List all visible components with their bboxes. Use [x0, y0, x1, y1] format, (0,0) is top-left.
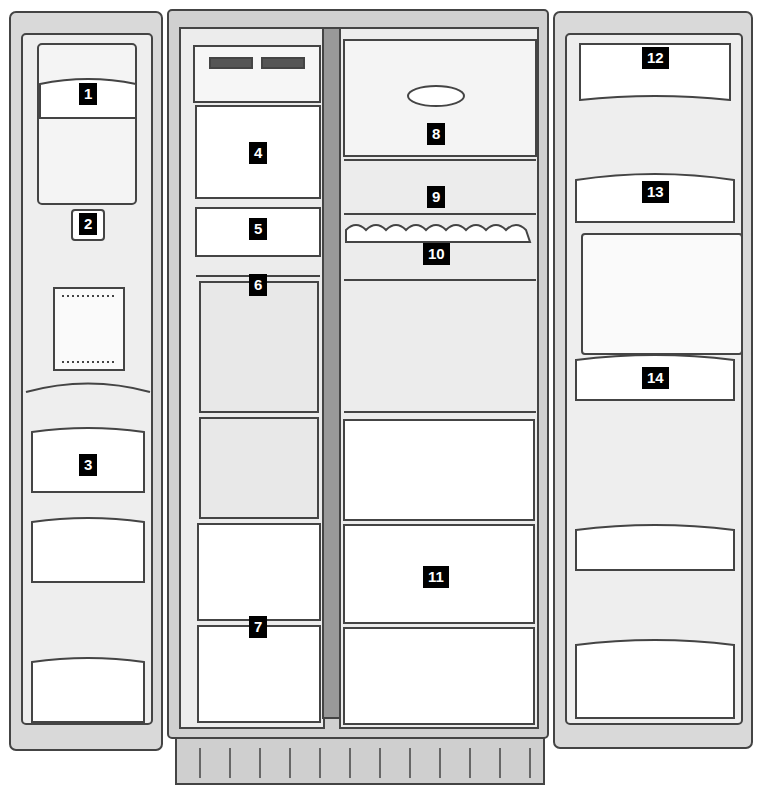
callout-number: 13: [642, 181, 669, 203]
callout-number: 6: [249, 274, 267, 296]
callout-number: 11: [423, 566, 449, 588]
callout-number: 12: [642, 47, 669, 69]
callout-number: 5: [249, 218, 267, 240]
callout-number: 2: [79, 213, 97, 235]
callout-number: 3: [79, 454, 97, 476]
callout-number: 9: [427, 186, 445, 208]
callout-number: 14: [642, 367, 669, 389]
callout-number: 7: [249, 616, 267, 638]
callout-number: 8: [427, 123, 445, 145]
callout-number: 10: [423, 243, 450, 265]
callout-number: 1: [79, 83, 97, 105]
callout-number: 4: [249, 142, 267, 164]
